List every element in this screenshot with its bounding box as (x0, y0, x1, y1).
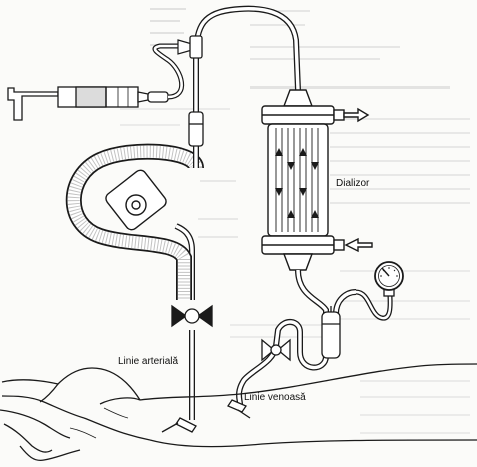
venous-line-label: Linie venoasă (244, 392, 306, 403)
arterial-clamp (171, 304, 213, 328)
venous-drip-chamber (321, 306, 341, 359)
dialyzer-label: Dializor (336, 178, 370, 189)
patient-arm (0, 363, 477, 462)
arterial-pressure-chamber (188, 111, 204, 147)
venous-needle (227, 399, 251, 419)
heparin-syringe (7, 86, 169, 121)
arterial-line-label: Linie arterială (118, 356, 178, 367)
venous-clamp (261, 338, 291, 362)
bleed-through-text (120, 8, 470, 434)
dialysate-in-arrow (344, 237, 373, 253)
internal-flow-arrows (275, 148, 319, 218)
arterial-tube (174, 223, 195, 420)
blood-pump-segment (65, 143, 204, 300)
venous-tube (236, 269, 357, 405)
dialysate-out-arrow (343, 107, 370, 123)
arterial-needle (161, 417, 197, 433)
roller-pump (105, 169, 167, 231)
heparin-junction (189, 35, 203, 59)
venous-pressure-gauge (355, 261, 404, 321)
dialyzer (261, 89, 345, 271)
